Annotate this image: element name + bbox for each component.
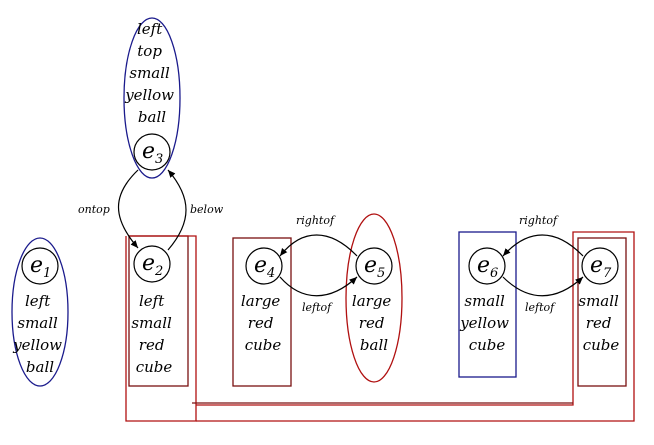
node-e2-label: e2 xyxy=(142,251,163,279)
edge-label-leftof-2: leftof xyxy=(525,301,556,314)
node-e5-circle xyxy=(355,247,393,285)
edge-label-rightof-1: rightof xyxy=(296,214,336,227)
e4-group-box xyxy=(232,237,292,387)
e3-group-ellipse xyxy=(123,17,181,179)
node-e7-label: e7 xyxy=(590,253,612,281)
edge-below-arrow xyxy=(167,169,187,251)
e1-attributes: left small yellow ball xyxy=(12,292,67,376)
node-e7-circle xyxy=(581,247,619,285)
edge-leftof-e4-e5-arrow xyxy=(279,276,358,297)
e2-attributes: left small red cube xyxy=(131,292,176,376)
edge-rightof-e7-e6-arrow xyxy=(502,234,584,257)
node-e5-label: e5 xyxy=(364,253,385,281)
edge-ontop-arrow xyxy=(117,169,139,249)
edge-rightof-e5-e4-arrow xyxy=(279,234,358,257)
e1-group-ellipse xyxy=(11,237,69,387)
node-e3-label: e3 xyxy=(142,139,163,167)
edge-label-below: below xyxy=(190,203,224,216)
node-e1-label: e1 xyxy=(30,253,51,281)
e7-attributes: small red cube xyxy=(578,292,623,354)
node-e4-label: e4 xyxy=(254,253,275,281)
e5-group-ellipse xyxy=(345,213,403,383)
e6-group-box xyxy=(458,231,517,378)
e2-e7-connector-top xyxy=(196,231,635,422)
e4-attributes: large red cube xyxy=(241,292,285,354)
node-e2-circle xyxy=(133,245,171,283)
e5-attributes: large red ball xyxy=(352,292,396,354)
edge-leftof-e6-e7-arrow xyxy=(502,276,584,297)
edge-label-rightof-2: rightof xyxy=(519,214,559,227)
node-e6-label: e6 xyxy=(477,253,498,281)
edge-label-leftof-1: leftof xyxy=(302,301,333,314)
node-e3-circle xyxy=(133,133,171,171)
e7-group-box xyxy=(577,237,627,387)
node-e4-circle xyxy=(245,247,283,285)
node-e6-circle xyxy=(468,247,506,285)
edge-label-ontop: ontop xyxy=(78,203,110,216)
e6-attributes: small yellow cube xyxy=(459,292,514,354)
node-e1-circle xyxy=(21,247,59,285)
e3-attributes: left top small yellow ball xyxy=(124,20,179,126)
